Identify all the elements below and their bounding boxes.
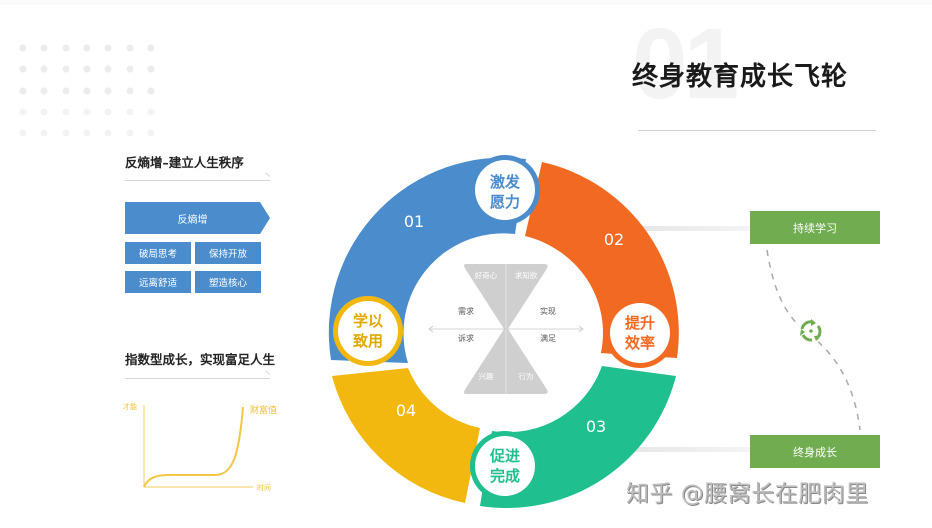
exponential-growth-chart: 才能 时间 财富值 [123,402,277,492]
box-shape-core: 塑造核心 [195,271,261,293]
connector-line-bottom [630,447,750,452]
segment-number-04: 04 [396,401,416,420]
box-stay-open: 保持开放 [195,242,261,264]
label-apply-line1: 学以 [353,312,383,330]
circle-label-03 [475,436,535,496]
segment-number-02: 02 [604,230,624,249]
label-appeal: 诉求 [458,333,474,343]
hourglass-graphic [428,264,584,394]
section-divider [125,378,270,379]
segment-04-yellow [332,368,480,503]
circle-label-02 [610,303,670,363]
label-need: 需求 [458,306,474,316]
background-number: 01 [632,8,739,120]
box-breakthrough-thinking: 破局思考 [125,242,191,264]
label-efficiency-line2: 效率 [625,334,655,352]
label-interest: 兴趣 [479,371,494,381]
anti-entropy-banner: 反熵增 [125,202,270,234]
lifelong-growth-box: 终身成长 [750,435,880,468]
section-divider [125,180,270,181]
section-title-exponential-growth: 指数型成长，实现富足人生 [125,352,276,367]
x-axis-label: 时间 [257,483,271,492]
growth-curve [143,406,244,488]
flywheel-diagram: 好奇心 求知欲 兴趣 行为 需求 诉求 实现 满足 01 02 03 04 激发… [328,155,679,508]
series-label: 财富值 [250,404,277,416]
title-divider [638,130,876,131]
zhihu-watermark: 知乎 @腰窝长在肥肉里 [626,481,869,507]
label-efficiency-line1: 提升 [625,314,655,332]
circle-label-01 [475,160,535,220]
connector-line-top [640,226,750,231]
label-inspire-line1: 激发 [490,173,521,191]
label-behavior: 行为 [519,371,534,381]
label-realize: 实现 [540,306,556,316]
recycle-icon [798,318,824,344]
continuous-learning-box: 持续学习 [750,211,880,244]
page-title: 终身教育成长飞轮 [632,62,849,92]
segment-number-01: 01 [404,212,424,231]
label-thirst-knowledge: 求知欲 [515,270,538,280]
top-band [0,0,932,5]
y-axis-label: 才能 [123,402,137,411]
label-satisfy: 满足 [540,333,556,343]
label-curiosity: 好奇心 [475,270,498,280]
label-complete-line1: 促进 [489,447,520,465]
circle-label-04 [338,301,398,361]
section-title-anti-entropy: 反熵增–建立人生秩序 [125,155,244,170]
dot-grid-decoration [19,44,155,137]
label-apply-line2: 致用 [353,332,383,350]
label-inspire-line2: 愿力 [490,193,520,211]
cycle-path [766,249,861,431]
box-leave-comfort: 远离舒适 [125,271,191,293]
label-complete-line2: 完成 [490,467,520,485]
segment-number-03: 03 [586,417,606,436]
